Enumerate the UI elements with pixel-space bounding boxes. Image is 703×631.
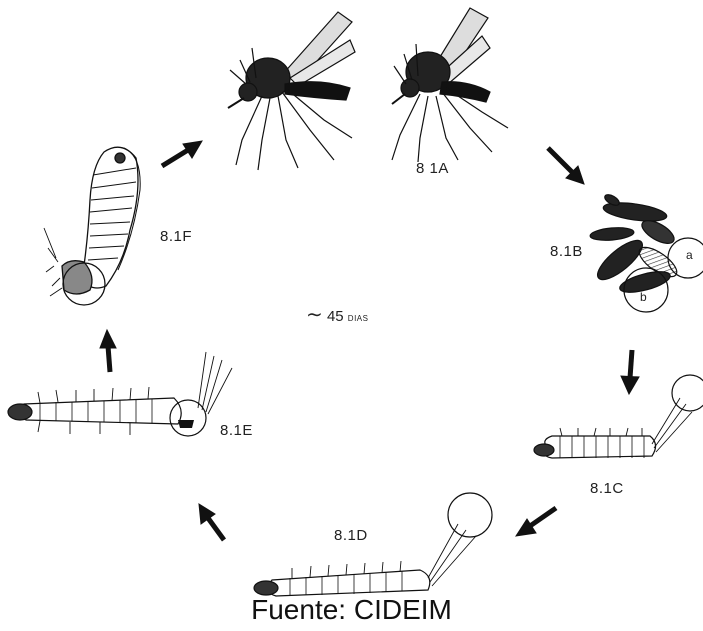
tilde-symbol: ∼ [306,304,323,326]
label-stage-pupa: 8.1F [160,228,192,245]
source-caption: Fuente: CIDEIM [0,594,703,626]
label-egg-detail-b: b [640,290,647,304]
arrow-pupa-to-adult [162,141,202,166]
label-stage-eggs: 8.1B [550,243,583,260]
adult-sandfly-left [228,12,355,170]
pupa-stage-f [44,147,140,296]
label-stage-larva-e: 8.1E [220,422,253,439]
label-stage-adult: 8 1A [416,160,449,177]
arrow-larva-e-to-pupa [100,330,116,372]
cycle-unit: DIAS [348,314,369,323]
cycle-duration: ∼ 45 DIAS [306,302,368,327]
adult-sandfly-right [392,8,508,162]
cycle-arrows [100,141,639,540]
arrow-larva-c-to-larva-d [516,508,556,536]
larva-e-detail-bristles [198,352,232,414]
arrow-adult-to-eggs [548,148,584,184]
label-stage-larva-d: 8.1D [334,527,368,544]
label-stage-larva-c: 8.1C [590,480,624,497]
arrow-larva-d-to-larva-e [199,504,224,540]
larva-e-detail-inner [178,420,194,428]
larva-d-detail-circle [448,493,492,537]
cycle-number: 45 [327,308,344,325]
larva-c-detail-circle [672,375,703,411]
label-egg-detail-a: a [686,248,693,262]
arrow-eggs-to-larva-c [621,350,639,394]
larva-stage-e [8,387,181,435]
larva-stage-c [534,398,692,458]
eggs-cluster [590,193,682,297]
